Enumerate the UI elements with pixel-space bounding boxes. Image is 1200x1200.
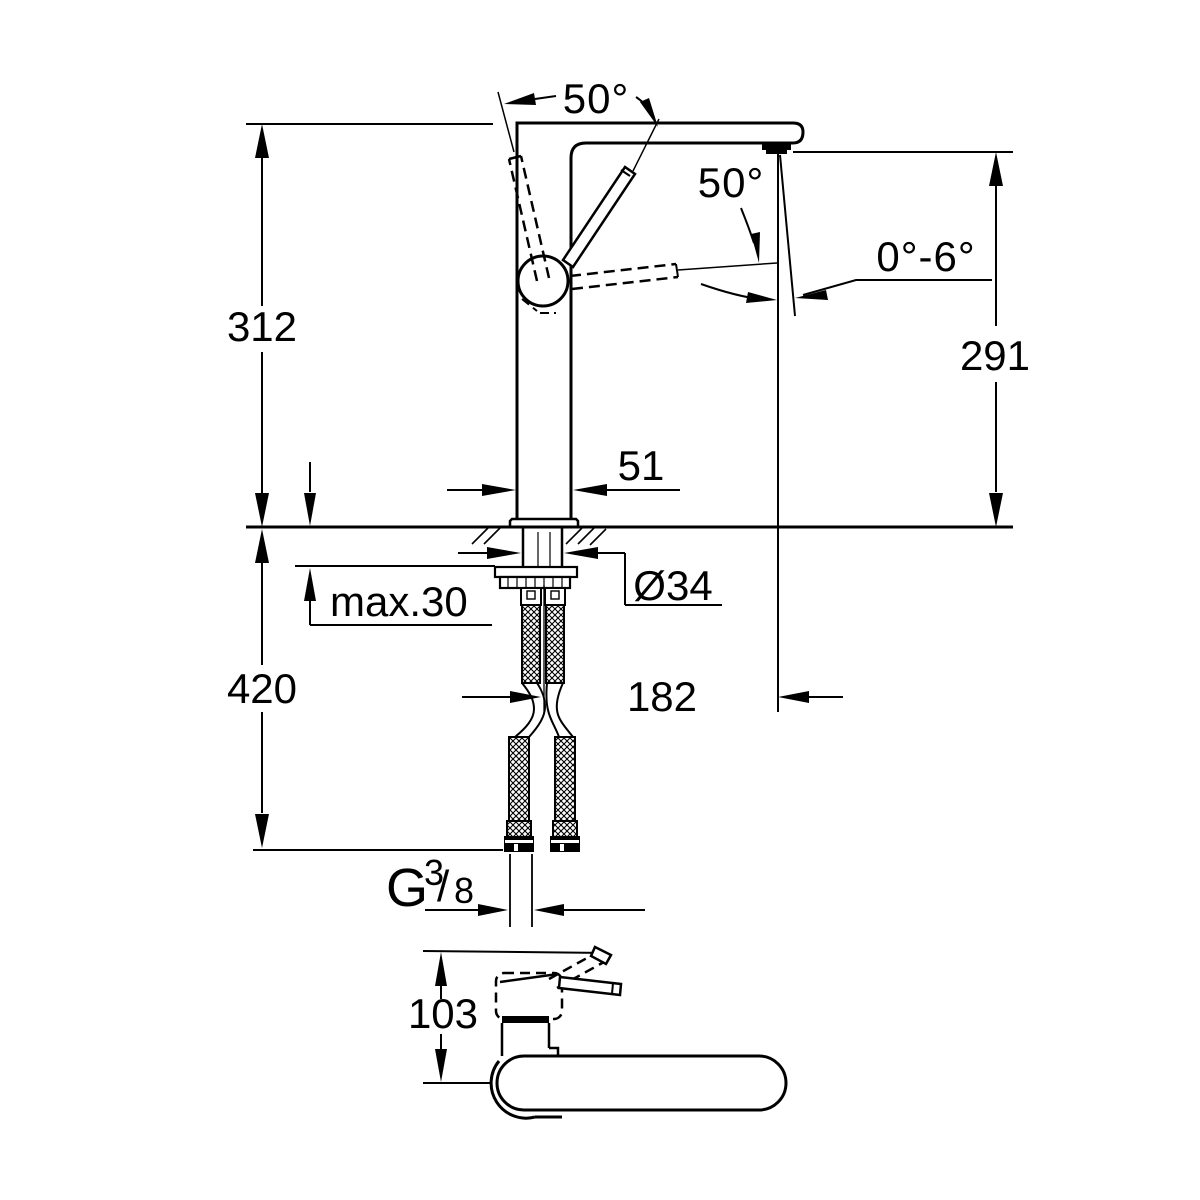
lever-position-flat	[569, 262, 679, 291]
dim-51	[447, 484, 680, 496]
spray-tilt-line	[779, 154, 796, 317]
mounting-section	[246, 525, 1013, 852]
labels: 50° 50° 0°-6° 312 291 51 max.30 Ø34 420 …	[227, 75, 1030, 1037]
lever-flat-endcap	[675, 263, 679, 278]
label-dim-dia34: Ø34	[633, 562, 712, 609]
lever-flat-centerline	[677, 262, 778, 271]
dim-max30	[295, 462, 495, 626]
mounting-flange	[493, 565, 579, 579]
angle-50-top	[504, 93, 658, 127]
mounting-shank	[521, 527, 564, 567]
mounting-nut-serration	[507, 578, 563, 587]
side-body-band	[502, 1016, 549, 1023]
hose-tube-curves	[514, 682, 574, 738]
lever-solid	[561, 165, 637, 269]
cartridge-top-line	[499, 972, 559, 984]
lever-solid-tick	[620, 169, 631, 177]
label-thread-numerator: 3	[424, 852, 444, 893]
aerator-lip	[766, 150, 787, 154]
braided-hose-right-upper	[545, 604, 565, 684]
dim-420	[253, 529, 503, 851]
dim-g38	[425, 854, 645, 927]
side-body	[500, 1023, 560, 1056]
angle-0-6	[795, 279, 992, 300]
spout-footprint	[495, 1054, 788, 1112]
lever-up-centerline	[497, 91, 515, 153]
label-angle-spout-tilt: 0°-6°	[876, 233, 975, 280]
label-dim-max30: max.30	[330, 578, 468, 625]
label-dim-51: 51	[618, 442, 665, 489]
cartridge-dashed	[494, 971, 564, 1021]
dim-dia34	[458, 547, 722, 606]
lever-solid-centerline	[632, 118, 660, 172]
aerator	[762, 143, 791, 150]
hose-top-fittings	[520, 587, 566, 606]
braided-hose-left-upper	[521, 604, 541, 684]
dimensions	[246, 93, 1013, 1084]
label-angle-handle-top: 50°	[563, 75, 630, 122]
label-dim-420: 420	[227, 665, 297, 712]
hose-connector-right	[550, 820, 580, 852]
label-thread-g: G	[386, 858, 428, 918]
dim-182	[462, 691, 843, 703]
dim-291	[793, 151, 1013, 527]
handle-skirt-dashes	[521, 298, 556, 314]
label-thread-denominator: 8	[454, 870, 474, 911]
lever-position-up	[507, 155, 551, 282]
side-lever-bar-tick	[611, 982, 614, 995]
lever-up-endcap	[508, 154, 522, 161]
label-dim-312: 312	[227, 303, 297, 350]
label-dim-103: 103	[408, 990, 478, 1037]
base-plate	[508, 517, 580, 527]
dim-312	[246, 123, 493, 527]
faucet-outline	[515, 121, 805, 519]
label-angle-handle-side: 50°	[698, 159, 765, 206]
hose-connector-left	[504, 820, 534, 852]
side-view	[489, 945, 788, 1120]
counter-hatching	[471, 527, 607, 546]
front-view	[497, 91, 805, 712]
side-lever-raised-cap	[589, 945, 613, 966]
angle-50-side	[700, 207, 777, 303]
spout-outer-arc	[489, 1060, 562, 1120]
side-lever-bar	[557, 975, 623, 997]
dim-103	[422, 950, 609, 1084]
label-dim-182: 182	[627, 673, 697, 720]
braided-hose-left-lower	[508, 736, 530, 822]
handle-pivot-ball	[516, 254, 570, 308]
label-thread-slash: /	[437, 862, 450, 911]
label-dim-291: 291	[960, 332, 1030, 379]
braided-hose-right-lower	[554, 736, 576, 822]
